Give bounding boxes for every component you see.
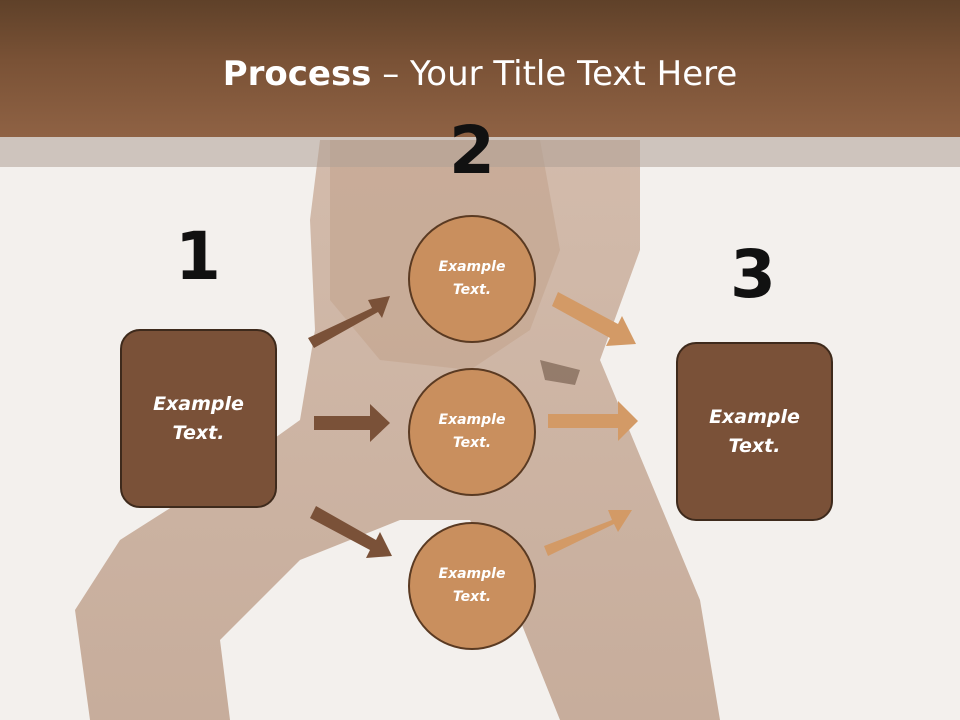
arrow-left-to-circle-2 — [314, 404, 390, 442]
slide-title-rest: – Your Title Text Here — [371, 54, 738, 94]
circle-1: Example Text. — [408, 215, 536, 343]
circle-3-line2: Text. — [452, 589, 492, 605]
circle-3: Example Text. — [408, 522, 536, 650]
circle-1-line1: Example — [438, 259, 506, 275]
slide-title: Process – Your Title Text Here — [0, 52, 960, 96]
step-number-2: 2 — [449, 112, 495, 189]
arrow-left-to-circle-3 — [310, 506, 392, 558]
arrow-left-to-circle-1 — [308, 296, 390, 348]
step-number-1: 1 — [175, 218, 221, 295]
title-bar-band — [0, 137, 960, 167]
step-box-3-line2: Text. — [728, 434, 781, 457]
circle-2: Example Text. — [408, 368, 536, 496]
step-box-3-line1: Example — [709, 405, 800, 428]
title-bar — [0, 0, 960, 137]
arrow-circle-3-to-right — [544, 510, 632, 556]
step-number-3: 3 — [730, 236, 776, 313]
arrow-circle-2-to-right — [548, 401, 638, 441]
slide-title-bold: Process — [222, 54, 372, 94]
circle-1-line2: Text. — [452, 282, 492, 298]
circle-3-line1: Example — [438, 566, 506, 582]
step-box-1: Example Text. — [120, 329, 277, 508]
step-box-1-line1: Example — [153, 392, 244, 415]
step-box-3: Example Text. — [676, 342, 833, 521]
arrow-circle-1-to-right — [552, 292, 636, 346]
step-box-1-line2: Text. — [172, 421, 225, 444]
circle-2-line2: Text. — [452, 435, 492, 451]
circle-2-line1: Example — [438, 412, 506, 428]
